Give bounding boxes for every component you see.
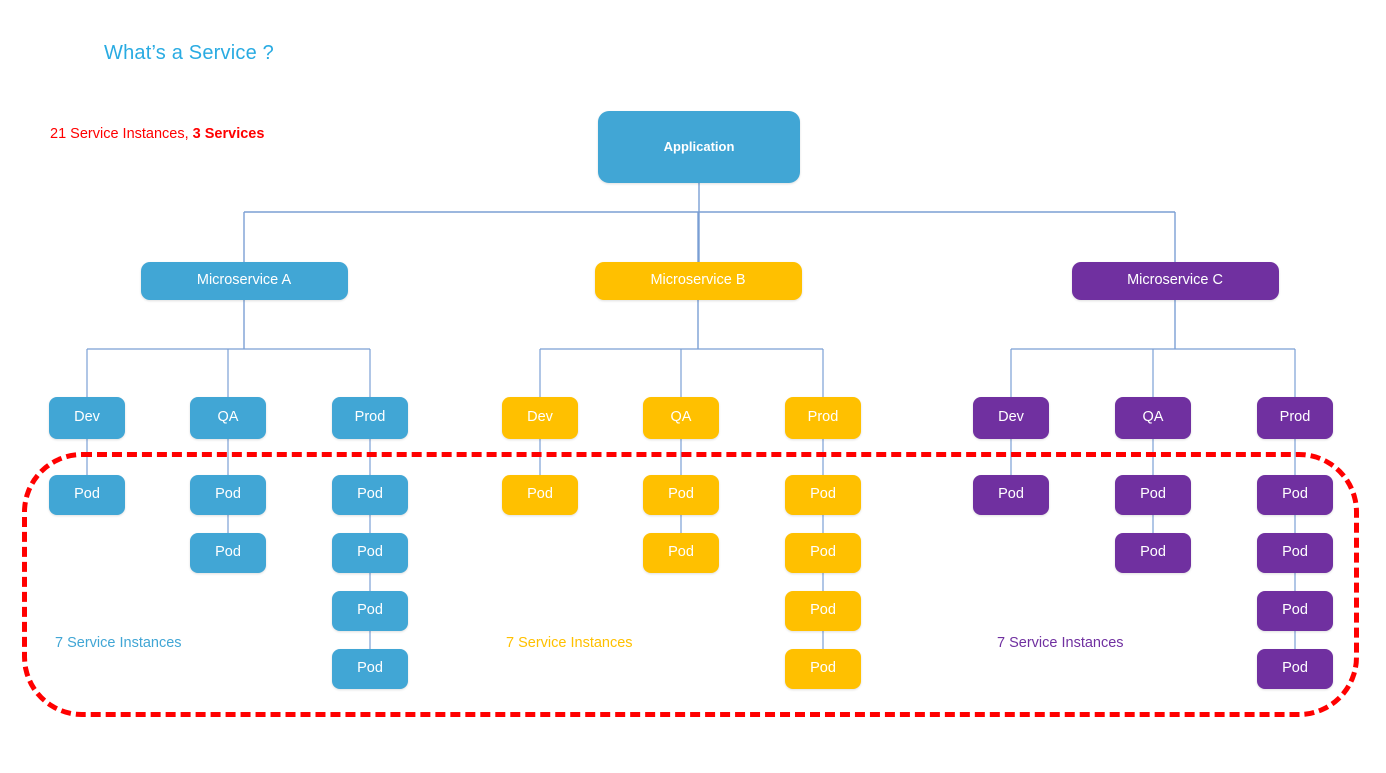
pod-node-c-2-2-label: Pod xyxy=(1282,602,1308,619)
microservice-node-c[interactable]: Microservice C xyxy=(1071,262,1279,300)
pod-node-a-1-0-label: Pod xyxy=(215,486,241,503)
env-node-a-dev[interactable]: Dev xyxy=(49,397,125,439)
pod-node-a-2-1[interactable]: Pod xyxy=(332,533,408,573)
pod-node-a-2-3-label: Pod xyxy=(357,660,383,677)
pod-node-b-2-2[interactable]: Pod xyxy=(785,591,861,631)
pod-node-c-2-1[interactable]: Pod xyxy=(1257,533,1333,573)
env-node-c-dev[interactable]: Dev xyxy=(973,397,1049,439)
pod-node-b-0-0-label: Pod xyxy=(527,486,553,503)
pod-node-c-1-1-label: Pod xyxy=(1140,544,1166,561)
pod-node-a-1-1[interactable]: Pod xyxy=(190,533,266,573)
env-node-c-prod-label: Prod xyxy=(1279,409,1311,426)
pod-node-c-1-0-label: Pod xyxy=(1140,486,1166,503)
env-node-a-qa[interactable]: QA xyxy=(190,397,266,439)
pod-node-c-2-2[interactable]: Pod xyxy=(1257,591,1333,631)
env-node-b-dev-label: Dev xyxy=(527,409,553,426)
env-node-c-qa[interactable]: QA xyxy=(1115,397,1191,439)
instances-label-a: 7 Service Instances xyxy=(55,635,182,651)
microservice-node-c-label: Microservice C xyxy=(1127,272,1223,289)
pod-node-b-2-0[interactable]: Pod xyxy=(785,475,861,515)
env-node-a-dev-label: Dev xyxy=(74,409,100,426)
env-node-c-qa-label: QA xyxy=(1142,409,1164,426)
pod-node-b-2-2-label: Pod xyxy=(810,602,836,619)
env-node-b-prod[interactable]: Prod xyxy=(785,397,861,439)
pod-node-b-1-0[interactable]: Pod xyxy=(643,475,719,515)
pod-node-a-2-3[interactable]: Pod xyxy=(332,649,408,689)
env-node-b-prod-label: Prod xyxy=(807,409,839,426)
env-node-b-dev[interactable]: Dev xyxy=(502,397,578,439)
pod-node-b-1-1-label: Pod xyxy=(668,544,694,561)
application-node[interactable]: Application xyxy=(598,111,800,183)
pod-node-c-0-0[interactable]: Pod xyxy=(973,475,1049,515)
pod-node-b-2-3-label: Pod xyxy=(810,660,836,677)
summary-prefix: 21 Service Instances, xyxy=(50,126,193,142)
pod-node-a-2-2-label: Pod xyxy=(357,602,383,619)
service-instances-boundary xyxy=(22,452,1359,717)
pod-node-a-2-0[interactable]: Pod xyxy=(332,475,408,515)
pod-node-b-1-0-label: Pod xyxy=(668,486,694,503)
pod-node-b-2-0-label: Pod xyxy=(810,486,836,503)
pod-node-a-1-0[interactable]: Pod xyxy=(190,475,266,515)
env-node-b-qa-label: QA xyxy=(670,409,692,426)
microservice-node-b-label: Microservice B xyxy=(650,272,746,289)
env-node-a-qa-label: QA xyxy=(217,409,239,426)
pod-node-c-1-0[interactable]: Pod xyxy=(1115,475,1191,515)
pod-node-b-1-1[interactable]: Pod xyxy=(643,533,719,573)
microservice-node-a-label: Microservice A xyxy=(196,272,292,289)
env-node-c-dev-label: Dev xyxy=(998,409,1024,426)
env-node-a-prod-label: Prod xyxy=(354,409,386,426)
pod-node-a-2-0-label: Pod xyxy=(357,486,383,503)
application-node-label: Application xyxy=(663,138,735,154)
pod-node-c-1-1[interactable]: Pod xyxy=(1115,533,1191,573)
microservice-node-a[interactable]: Microservice A xyxy=(140,262,348,300)
pod-node-c-0-0-label: Pod xyxy=(998,486,1024,503)
env-node-c-prod[interactable]: Prod xyxy=(1257,397,1333,439)
pod-node-b-2-1-label: Pod xyxy=(810,544,836,561)
pod-node-a-2-1-label: Pod xyxy=(357,544,383,561)
instances-label-b: 7 Service Instances xyxy=(506,635,633,651)
pod-node-b-0-0[interactable]: Pod xyxy=(502,475,578,515)
pod-node-a-2-2[interactable]: Pod xyxy=(332,591,408,631)
pod-node-c-2-1-label: Pod xyxy=(1282,544,1308,561)
summary-caption: 21 Service Instances, 3 Services xyxy=(50,126,264,142)
instances-label-c: 7 Service Instances xyxy=(997,635,1124,651)
microservice-node-b[interactable]: Microservice B xyxy=(594,262,802,300)
env-node-a-prod[interactable]: Prod xyxy=(332,397,408,439)
summary-strong: 3 Services xyxy=(192,126,265,142)
page-title: What’s a Service ? xyxy=(104,42,274,64)
pod-node-b-2-1[interactable]: Pod xyxy=(785,533,861,573)
pod-node-a-1-1-label: Pod xyxy=(215,544,241,561)
pod-node-b-2-3[interactable]: Pod xyxy=(785,649,861,689)
env-node-b-qa[interactable]: QA xyxy=(643,397,719,439)
